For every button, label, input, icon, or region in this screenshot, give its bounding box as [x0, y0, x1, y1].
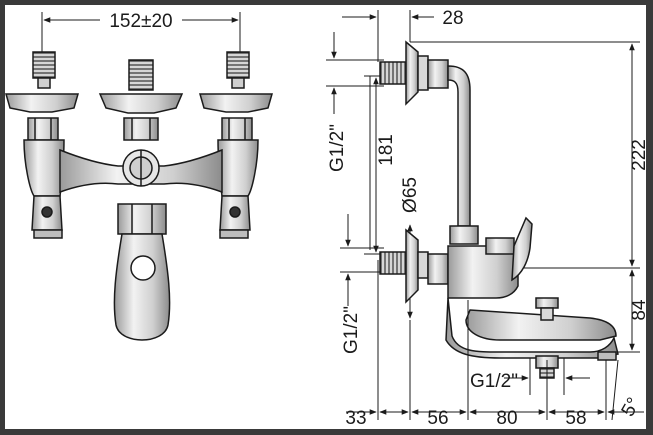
right-inlet-thread [226, 51, 250, 79]
left-wall-flange [5, 93, 79, 113]
upper-side-nut [427, 59, 449, 89]
dim-80: 80 [496, 408, 517, 429]
upper-side-flange [405, 40, 419, 106]
dim-181: 181 [376, 134, 397, 166]
dim-58: 58 [565, 408, 586, 429]
spout-front [113, 233, 171, 341]
center-flange [98, 93, 184, 114]
lever-handle [511, 216, 533, 282]
spout-nut [117, 203, 167, 235]
dim-g12-upper: G1/2" [327, 124, 348, 172]
dim-222: 222 [629, 139, 650, 171]
center-inlet-thread [128, 59, 154, 91]
right-wall-flange [199, 93, 273, 113]
dim-g12-outlet: G1/2" [470, 371, 518, 392]
left-inlet-thread [32, 51, 56, 79]
riser-nut [449, 225, 479, 245]
side-view [326, 10, 644, 421]
aerator [597, 351, 617, 361]
dim-g12-lower: G1/2" [341, 306, 362, 354]
lower-side-thread [379, 251, 409, 275]
dim-152: 152±20 [109, 11, 172, 32]
dim-28: 28 [442, 8, 463, 29]
dim-56: 56 [427, 408, 448, 429]
spout-outlet [130, 255, 156, 281]
lower-side-nut [427, 253, 449, 285]
left-arm [23, 139, 65, 197]
front-view [5, 12, 273, 341]
right-arm [217, 139, 259, 197]
upper-side-thread [379, 61, 409, 85]
center-nut [123, 117, 159, 141]
lower-side-flange [405, 228, 419, 304]
dim-84: 84 [629, 299, 650, 321]
left-nut [27, 117, 59, 141]
diverter-button [535, 297, 559, 309]
dim-33: 33 [345, 408, 366, 429]
dim-diameter-65: Ø65 [400, 177, 421, 213]
right-nut [221, 117, 253, 141]
